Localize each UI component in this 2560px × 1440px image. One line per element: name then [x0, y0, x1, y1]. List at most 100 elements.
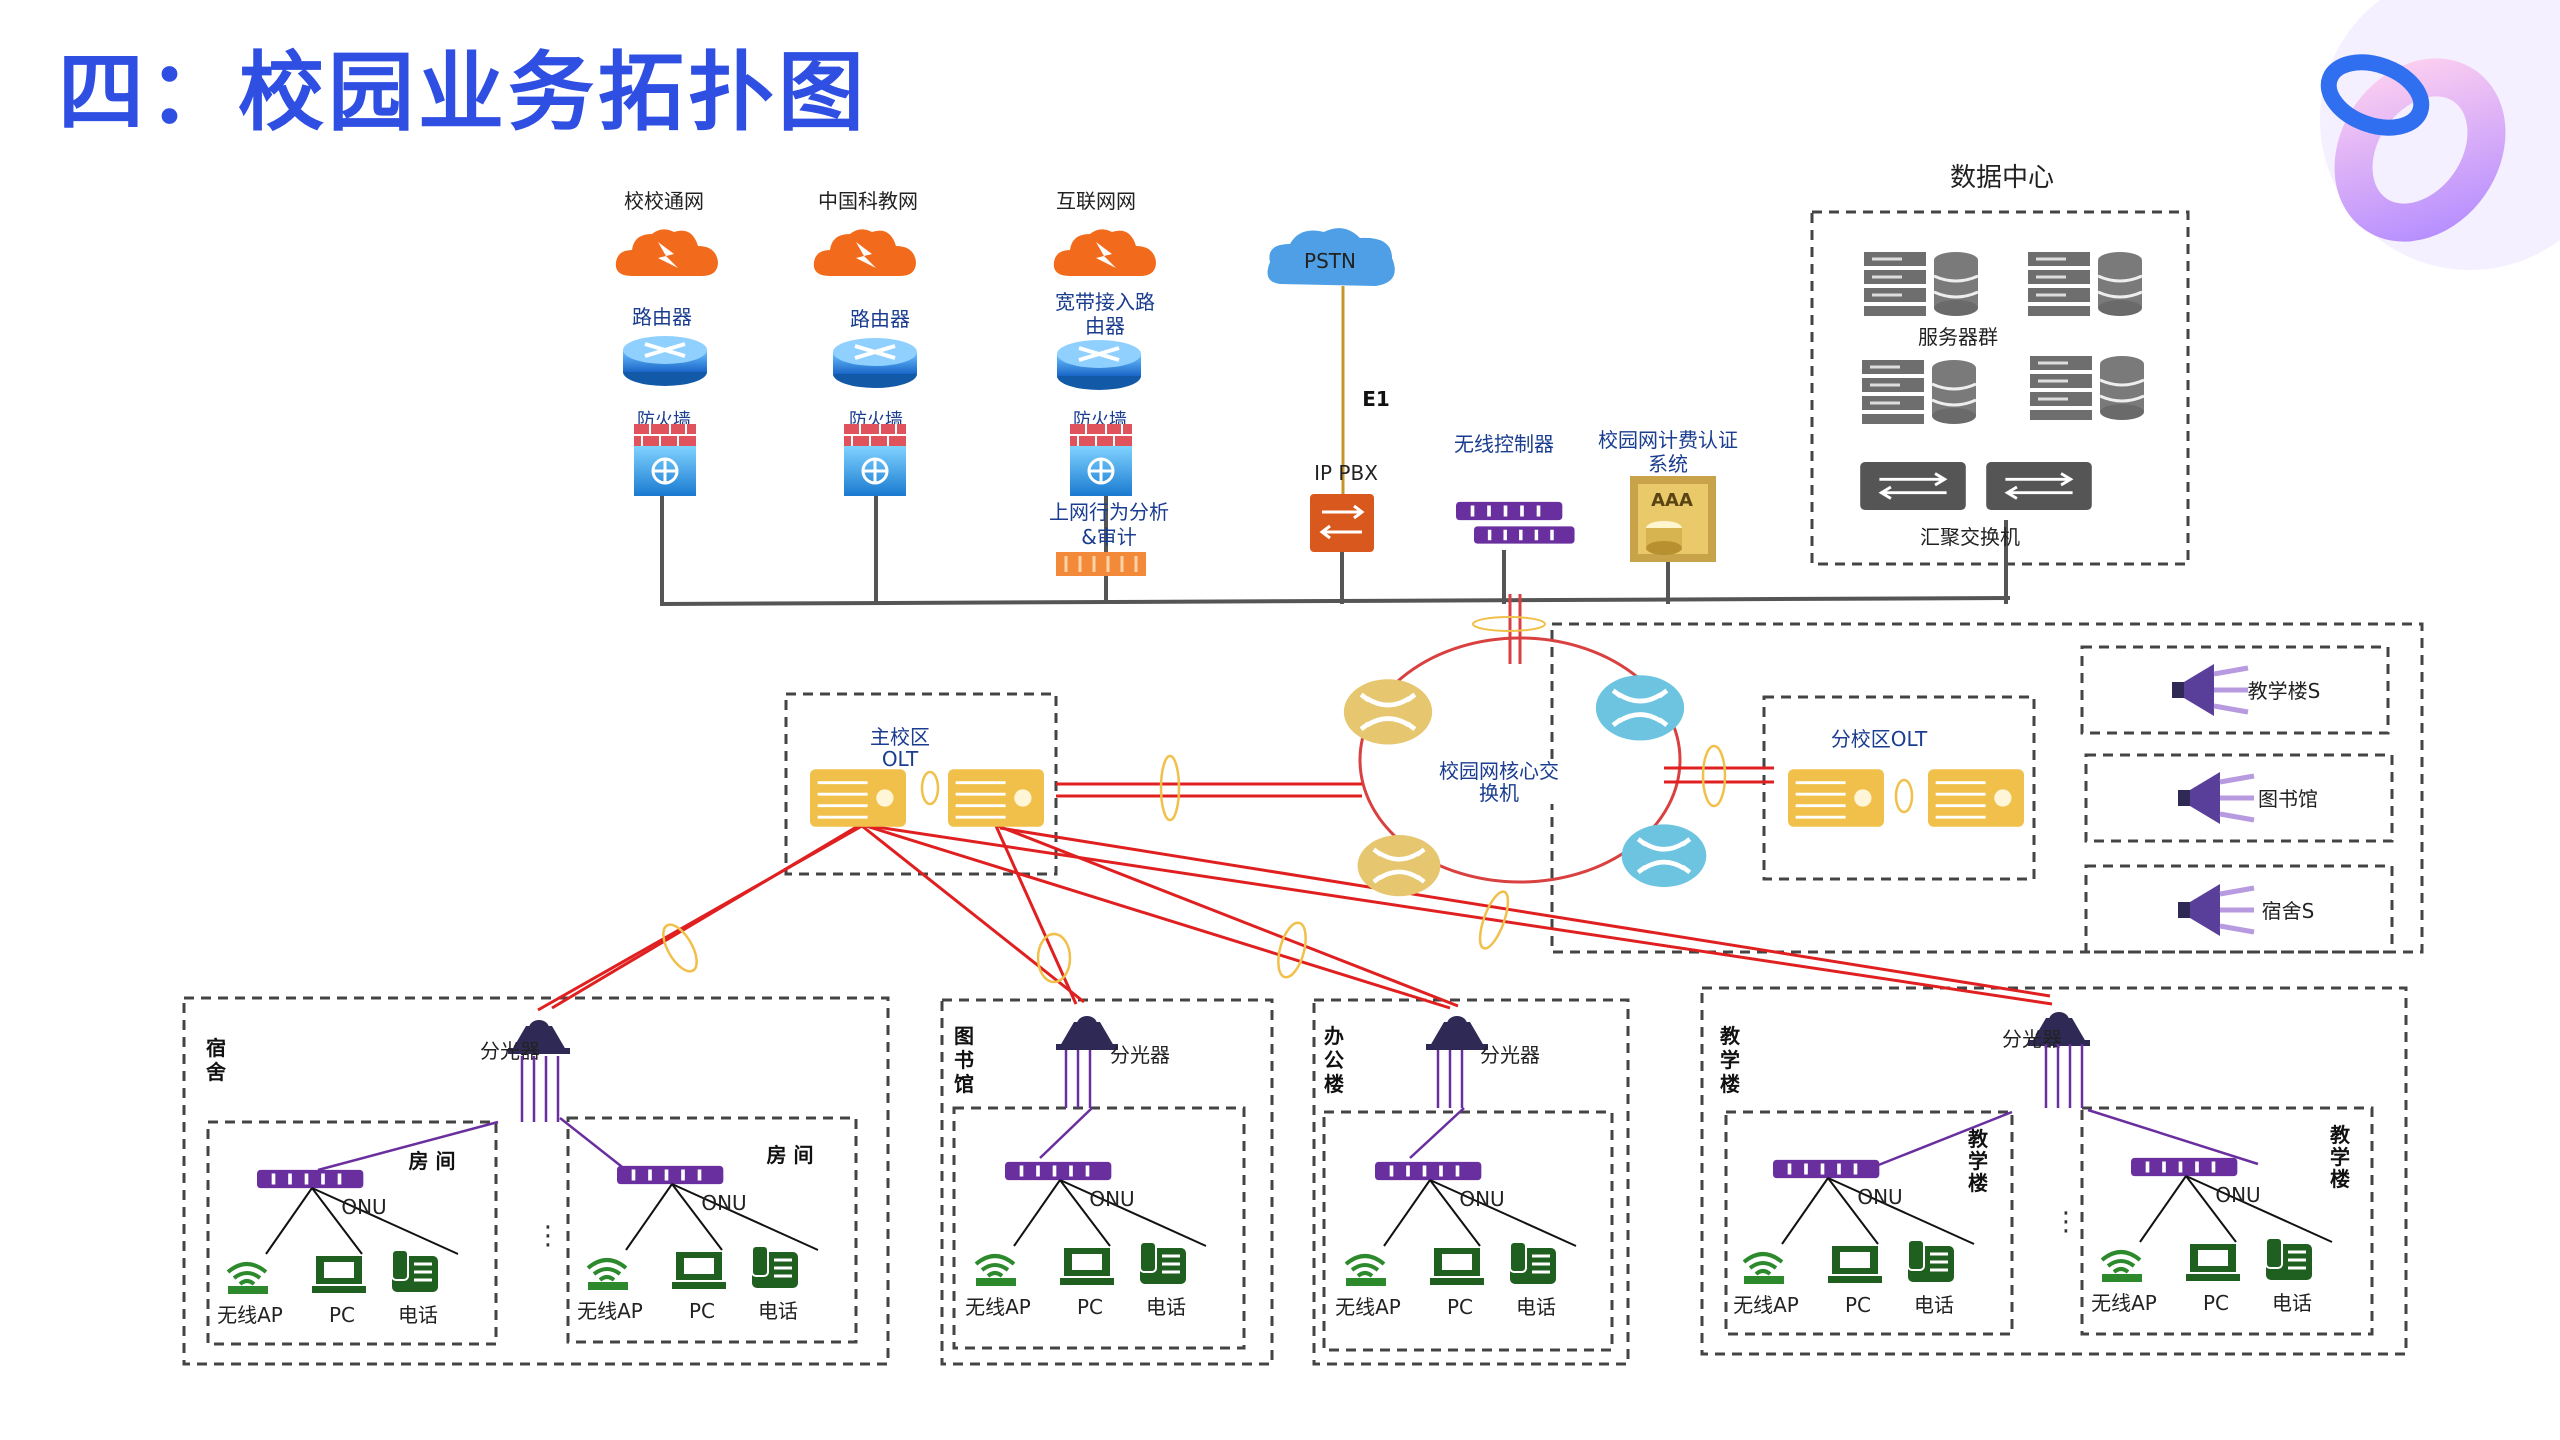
- phone-label: 电话: [1914, 1293, 1954, 1317]
- pbx-icon: [1310, 494, 1374, 552]
- branch-olt-label: 分校区OLT: [1830, 728, 1928, 751]
- speaker-icon: [2178, 772, 2254, 824]
- ap-label: 无线AP: [2091, 1291, 2157, 1315]
- server-icon: [1862, 250, 1980, 318]
- ap-label: 无线AP: [577, 1299, 643, 1323]
- pc-label: PC: [1447, 1295, 1473, 1319]
- phone-label: 电话: [758, 1299, 798, 1323]
- splitter-label: 分光器: [1110, 1043, 1170, 1067]
- onu-cluster: [226, 1168, 459, 1296]
- aaa-system: 校园网计费认证系统 AAA: [1598, 428, 1738, 562]
- ellipsis-icon: ⋮: [2053, 1207, 2079, 1237]
- page-title: 四：校园业务拓扑图: [58, 43, 868, 143]
- pc-icon: [1828, 1246, 1882, 1283]
- cloud-icon: [1053, 229, 1156, 276]
- e1-label: E1: [1362, 387, 1390, 411]
- onu-label: ONU: [1089, 1187, 1134, 1211]
- net-label: 校校通网: [624, 189, 704, 213]
- firewall-icon: [1068, 422, 1134, 498]
- phone-icon: [1138, 1242, 1188, 1286]
- net-label: 中国科教网: [818, 189, 918, 213]
- onu-icon: [1004, 1160, 1114, 1182]
- phone-icon: [2264, 1238, 2314, 1282]
- speaker-icon: [2172, 664, 2248, 716]
- ellipsis-icon: ⋮: [535, 1221, 561, 1251]
- pbx-label: IP PBX: [1314, 461, 1378, 485]
- core-switch-icon: [1358, 835, 1441, 896]
- pc-label: PC: [689, 1299, 715, 1323]
- aaa-text: AAA: [1651, 490, 1693, 511]
- wireless-ap-icon: [1742, 1252, 1786, 1286]
- onu-label: ONU: [2215, 1183, 2260, 1207]
- onu-icon: [2130, 1156, 2240, 1178]
- database-icon: [1646, 521, 1682, 555]
- pc-label: PC: [329, 1303, 355, 1327]
- room-label: 房 间: [767, 1143, 814, 1167]
- onu-cluster: [1742, 1158, 1975, 1286]
- branch-item-label: 图书馆: [2258, 787, 2318, 811]
- wireless-ap-icon: [1344, 1254, 1388, 1288]
- uplink-3: 互联网网 宽带接入路由器 防火墙 上网行为分析&审计: [1049, 189, 1169, 576]
- phone-label: 电话: [2272, 1291, 2312, 1315]
- core-switch-icon: [1596, 675, 1684, 740]
- audit-label: 上网行为分析&审计: [1049, 500, 1169, 549]
- splitter-label: 分光器: [1480, 1043, 1540, 1067]
- phone-label: 电话: [1516, 1295, 1556, 1319]
- wireless-ap-icon: [2100, 1250, 2144, 1284]
- branch-item-box: [2084, 753, 2394, 843]
- office-inner-box: [1322, 1110, 1614, 1352]
- datacenter-box: [1810, 210, 2190, 566]
- servers-label: 服务器群: [1918, 325, 1998, 349]
- switches-label: 汇聚交换机: [1920, 525, 2020, 549]
- onu-icon: [616, 1164, 726, 1186]
- onu-cluster: [586, 1164, 819, 1292]
- branch-item-box: [2080, 645, 2390, 735]
- phone-icon: [1508, 1242, 1558, 1286]
- datacenter-title: 数据中心: [1950, 163, 2054, 193]
- teaching-inner-box: [1724, 1110, 2014, 1336]
- olt-icon: [1928, 768, 2024, 828]
- pstn-cloud-icon: [1267, 228, 1395, 286]
- branch-item-label: 宿舍S: [2262, 899, 2315, 923]
- onu-cluster: [1344, 1160, 1577, 1288]
- aaa-label: 校园网计费认证系统: [1598, 428, 1738, 476]
- pc-label: PC: [1077, 1295, 1103, 1319]
- library-box: [940, 998, 1274, 1366]
- teaching-inner-box: [2080, 1106, 2374, 1336]
- router-label: 宽带接入路由器: [1055, 290, 1155, 338]
- main-olt-label: 主校区OLT: [870, 726, 930, 771]
- server-icon: [1860, 358, 1978, 426]
- uplink-2: 中国科教网 路由器 防火墙: [813, 189, 919, 498]
- building-label: 宿舍: [206, 1036, 226, 1084]
- olt-icon: [810, 768, 906, 828]
- server-icon: [2026, 250, 2144, 318]
- server-icon: [2028, 354, 2146, 422]
- pc-label: PC: [1845, 1293, 1871, 1317]
- splitter-icon: [1426, 1016, 1488, 1050]
- building-label: 图书馆: [954, 1024, 974, 1096]
- branch-item-box: [2084, 864, 2394, 954]
- router-label: 路由器: [850, 307, 910, 331]
- wireless-controller: 无线控制器: [1454, 432, 1577, 546]
- router-icon: [621, 334, 709, 388]
- controller-icon: [1474, 524, 1577, 546]
- decorative-ring-icon: [2320, 0, 2560, 270]
- onu-label: ONU: [1857, 1185, 1902, 1209]
- onu-icon: [1374, 1160, 1484, 1182]
- core-switch-icon: [1344, 679, 1432, 744]
- pc-icon: [672, 1252, 726, 1289]
- onu-cluster: [2100, 1156, 2333, 1284]
- aggregation-switch-icon: [1986, 462, 2092, 510]
- teaching-box: [1700, 986, 2408, 1356]
- wireless-ap-icon: [974, 1254, 1018, 1288]
- uplink-1: 校校通网 路由器 防火墙: [615, 189, 718, 498]
- ap-label: 无线AP: [1335, 1295, 1401, 1319]
- branch-olt-box: [1762, 695, 2036, 881]
- pstn-group: PSTN E1 IP PBX: [1267, 228, 1395, 552]
- onu-label: ONU: [1459, 1187, 1504, 1211]
- cloud-icon: [813, 229, 916, 276]
- wireless-controller-label: 无线控制器: [1454, 432, 1554, 456]
- wireless-ap-icon: [226, 1262, 270, 1296]
- phone-label: 电话: [398, 1303, 438, 1327]
- sub-building-label: 教学楼: [2330, 1124, 2350, 1191]
